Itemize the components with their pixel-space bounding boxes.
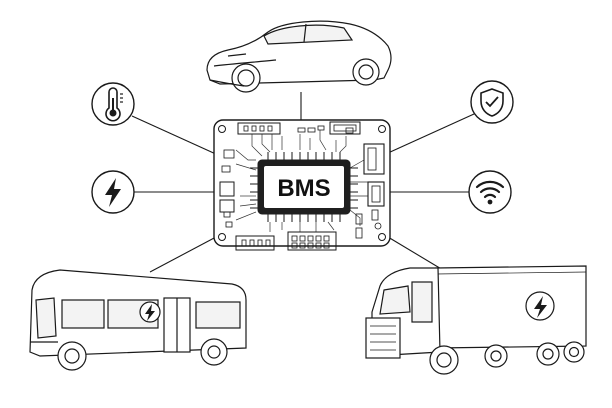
electric-bus [29, 269, 247, 371]
electric-truck [365, 265, 587, 375]
left-ic-1 [219, 181, 235, 197]
thermometer-icon [91, 82, 135, 126]
line-shield [387, 113, 475, 154]
lightning-bolt-icon [91, 170, 135, 214]
pcb-traces [235, 130, 368, 232]
bottom-connector [287, 231, 337, 251]
right-relay [363, 143, 385, 175]
bms-chip-label: BMS [277, 175, 330, 202]
shield-check-icon [470, 80, 514, 124]
mounting-hole [218, 125, 226, 133]
connector-lines [131, 92, 475, 273]
top-right-connector [329, 121, 361, 135]
line-truck [387, 236, 444, 271]
top-connector-pins [243, 125, 273, 132]
mounting-hole [378, 125, 386, 133]
electric-car [206, 20, 392, 93]
chip-pins [250, 152, 358, 222]
mounting-hole [218, 233, 226, 241]
top-connector [237, 122, 281, 135]
bottom-left-connector [235, 235, 275, 251]
line-bus [149, 236, 217, 273]
mounting-hole [378, 233, 386, 241]
line-thermometer [131, 115, 219, 156]
left-ic-2 [219, 199, 235, 213]
wifi-icon [468, 170, 512, 214]
bms-board [213, 119, 391, 251]
smd-components [221, 125, 382, 239]
right-fuse [367, 181, 385, 207]
